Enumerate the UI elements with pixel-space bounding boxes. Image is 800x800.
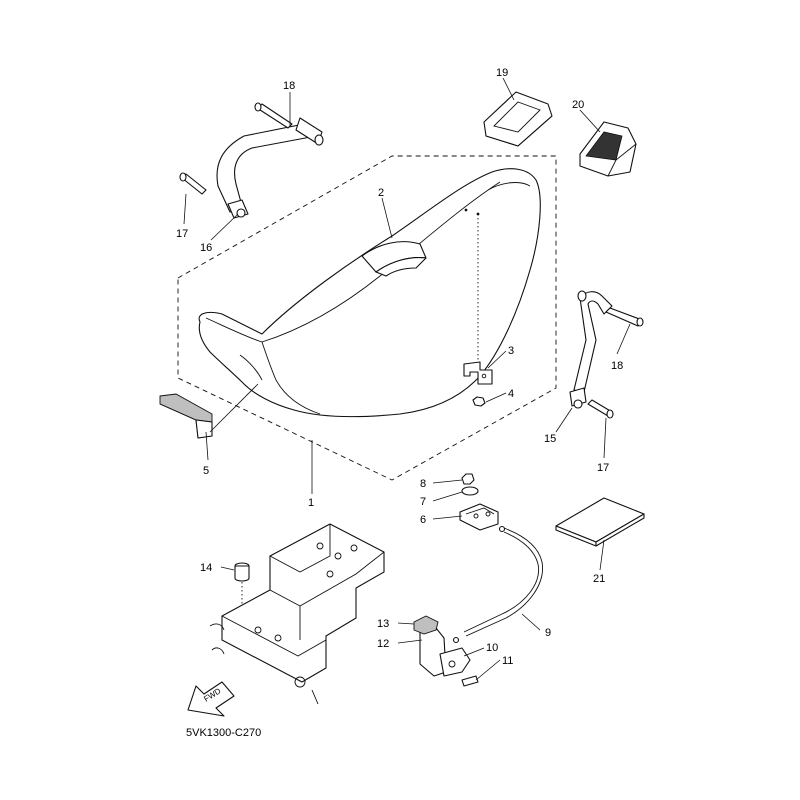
frame: [209, 523, 385, 705]
holder: [579, 121, 637, 177]
bolt-18-right: [605, 307, 644, 327]
callout-4: 4: [508, 388, 514, 400]
callout-6: 6: [420, 514, 426, 526]
callout-2: 2: [378, 187, 384, 199]
forward-arrow-icon: FWD: [187, 681, 235, 717]
callout-21: 21: [593, 573, 605, 585]
callout-19: 19: [496, 67, 508, 79]
callout-12: 12: [377, 638, 389, 650]
seat-bracket: [463, 361, 493, 385]
callout-5: 5: [203, 465, 209, 477]
seat-lock: [413, 615, 479, 687]
grab-bar-left: [216, 117, 324, 219]
nut-8: [461, 473, 475, 485]
bolt-17-right: [587, 399, 614, 419]
grab-bar-right: [569, 290, 613, 409]
seat-tag: [361, 241, 427, 277]
callout-1: 1: [308, 497, 314, 509]
callout-14: 14: [200, 562, 212, 574]
callout-18-left: 18: [283, 80, 295, 92]
rubber-pad: [483, 91, 553, 147]
callout-20: 20: [572, 99, 584, 111]
callout-15: 15: [544, 433, 556, 445]
leader-lines: [183, 77, 631, 681]
washer: [461, 486, 479, 496]
callout-17-left: 17: [176, 228, 188, 240]
callout-10: 10: [486, 642, 498, 654]
callout-11: 11: [502, 655, 513, 667]
seat: [198, 168, 541, 418]
callout-3: 3: [508, 345, 514, 357]
callout-9: 9: [545, 627, 551, 639]
bolt-17-left: [179, 172, 207, 195]
seal-strip: [159, 393, 213, 423]
owner-manual: [555, 497, 645, 547]
seat-lock-set: [459, 473, 499, 531]
callout-16: 16: [200, 242, 212, 254]
callout-17-right: 17: [597, 462, 609, 474]
damper: [234, 562, 250, 612]
seat-assembly-outline: [177, 155, 557, 481]
callout-7: 7: [420, 496, 426, 508]
diagram-code: 5VK1300-C270: [186, 727, 261, 739]
callout-18-right: 18: [611, 360, 623, 372]
bolt-18-left: [254, 102, 293, 129]
nut: [472, 396, 486, 407]
callout-labels: 1 2 3 4 5 6 7 8 9 10 11 12 13 14 15 16 1…: [176, 67, 623, 667]
seat-lock-cable: [452, 525, 543, 644]
callout-8: 8: [420, 478, 426, 490]
callout-13: 13: [377, 618, 389, 630]
